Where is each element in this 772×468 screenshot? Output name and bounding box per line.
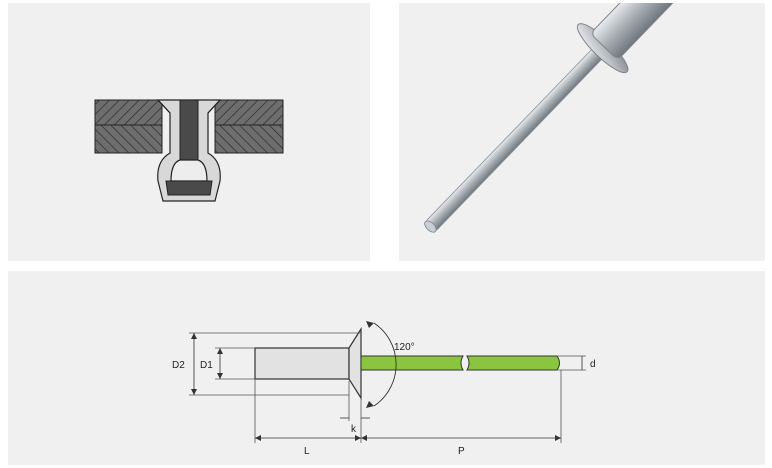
rivet-photo: [424, 3, 679, 233]
lower-plate-right: [214, 124, 284, 154]
label-p: P: [458, 446, 465, 457]
photo-mandrel: [426, 45, 606, 231]
rivet-body-outline: [254, 347, 350, 380]
mandrel-stem: [179, 99, 199, 161]
upper-plate-right: [214, 99, 284, 126]
section-view-panel: [8, 3, 370, 261]
photo-body: [592, 3, 679, 58]
rivet-closed-end: [165, 180, 213, 196]
label-l: L: [304, 446, 310, 457]
mandrel-segment-1: [360, 355, 464, 371]
section-view-drawing: [94, 99, 284, 202]
label-k: k: [351, 424, 357, 435]
label-d2: D2: [172, 360, 185, 371]
label-d1: D1: [200, 360, 213, 371]
product-photo-panel: [399, 3, 765, 261]
rivet-head-outline: [348, 326, 362, 401]
lower-plate-left: [94, 124, 163, 154]
label-d: d: [590, 359, 596, 370]
mandrel-segment-2: [466, 355, 560, 371]
upper-plate-left: [94, 99, 163, 126]
mandrel-head: [170, 159, 208, 182]
label-angle: 120°: [394, 342, 415, 353]
dimension-drawing: D2 D1 120° d k L P: [172, 321, 596, 457]
angle-arc: [373, 322, 397, 407]
dimension-drawing-panel: D2 D1 120° d k L P: [8, 271, 765, 465]
